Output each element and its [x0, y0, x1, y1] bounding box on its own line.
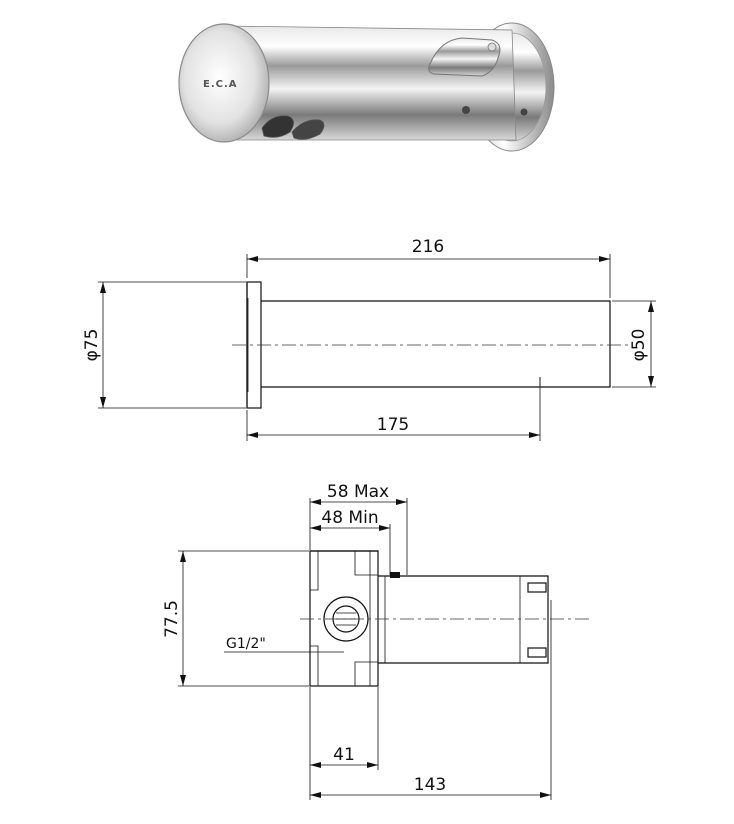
dim-flange-diameter: φ75	[82, 329, 102, 362]
spout-end-cap	[178, 23, 270, 143]
installation-view: 58 Max 48 Min 77.5 G1/2" 41 143	[162, 482, 592, 800]
dim-wall-min: 48 Min	[321, 508, 378, 528]
brand-logo: E.C.A	[203, 79, 238, 90]
lever-handle	[428, 37, 501, 77]
lever-screw	[487, 42, 497, 52]
dim-spout-length: 175	[377, 415, 409, 435]
outlet-opening	[291, 119, 325, 140]
dim-box-depth: 41	[333, 745, 355, 765]
dim-wall-max: 58 Max	[327, 482, 389, 502]
dim-overall-depth: 143	[414, 775, 446, 795]
screw-hole-1	[462, 106, 470, 114]
dim-spout-diameter: φ50	[629, 329, 649, 362]
thread-label: G1/2"	[226, 636, 266, 652]
sensor-window	[261, 115, 294, 138]
product-render: E.C.A	[178, 22, 555, 152]
screw-hole-2	[520, 108, 528, 116]
dim-total-length: 216	[412, 237, 444, 257]
side-elevation: 216 175 φ75 φ50	[82, 237, 656, 441]
dim-box-height: 77.5	[162, 600, 182, 638]
